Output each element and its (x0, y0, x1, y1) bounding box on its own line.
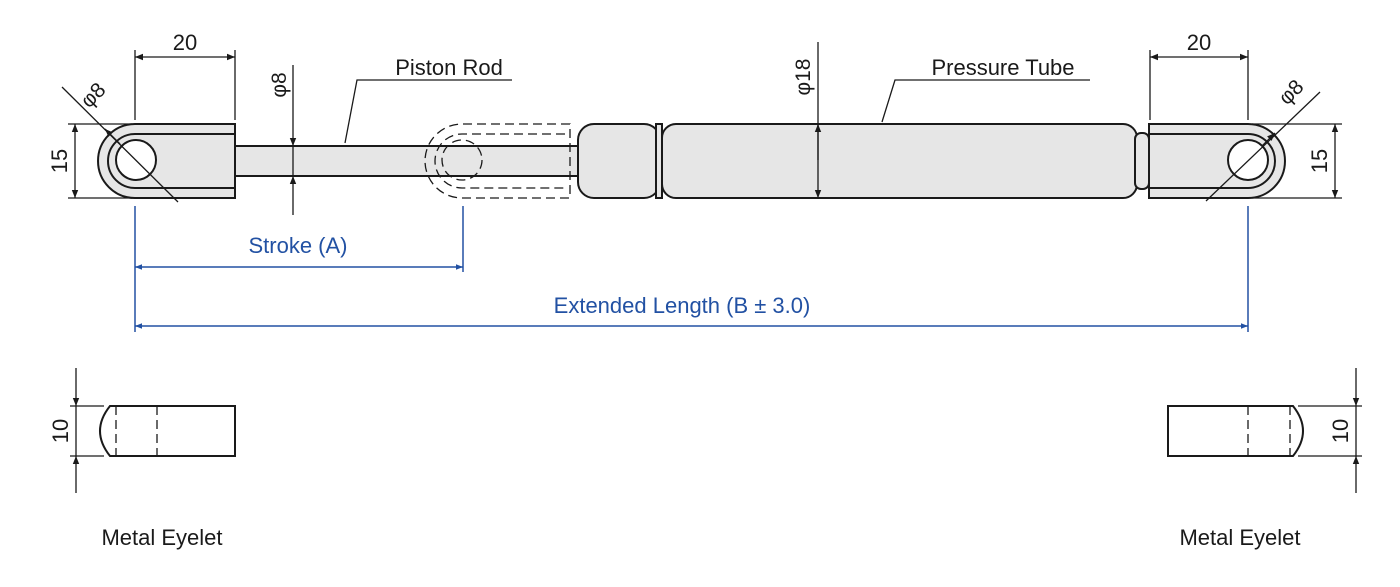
rod-diameter: φ8 (268, 72, 291, 97)
metal-eyelet-label-left: Metal Eyelet (101, 525, 222, 550)
piston-rod-label: Piston Rod (395, 55, 503, 80)
eyelet-length-left: 20 (173, 30, 197, 55)
left-eyelet-side-view (70, 368, 236, 493)
left-eyelet (97, 123, 236, 199)
tube-diameter: φ18 (792, 59, 815, 96)
pressure-tube-label: Pressure Tube (931, 55, 1074, 80)
eyelet-thickness-right: 10 (1328, 419, 1353, 443)
stroke-and-length-dimensions (134, 206, 1249, 332)
dimension-lines (61, 42, 1342, 215)
pressure-tube (577, 123, 1150, 199)
extended-length-label: Extended Length (B ± 3.0) (554, 293, 811, 318)
hole-diameter-right: φ8 (1274, 75, 1308, 109)
metal-eyelet-label-right: Metal Eyelet (1179, 525, 1300, 550)
eyelet-height-right: 15 (1307, 149, 1332, 173)
stroke-label: Stroke (A) (248, 233, 347, 258)
piston-rod (234, 145, 581, 177)
eyelet-length-right: 20 (1187, 30, 1211, 55)
hole-diameter-left: φ8 (76, 78, 110, 112)
right-eyelet (1148, 123, 1286, 199)
eyelet-height-left: 15 (47, 149, 72, 173)
retracted-eyelet-outline (424, 123, 571, 199)
eyelet-thickness-left: 10 (48, 419, 73, 443)
right-eyelet-side-view (1167, 368, 1362, 493)
